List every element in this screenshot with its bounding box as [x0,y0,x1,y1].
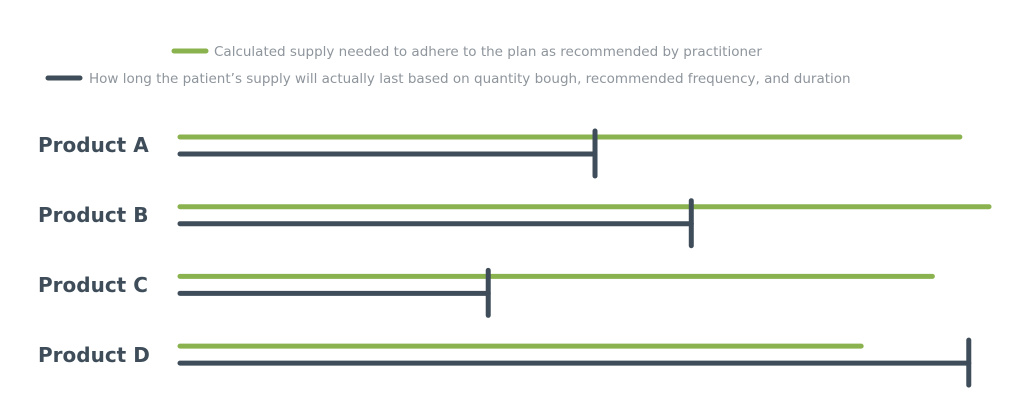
category-label-product-c: Product C [38,273,148,297]
row-product-c [177,267,935,318]
legend: Calculated supply needed to adhere to th… [45,44,851,87]
chart-marks [177,128,992,388]
category-label-product-b: Product B [38,203,148,227]
row-product-a [177,128,963,179]
category-label-product-a: Product A [38,133,149,157]
legend-item-actual: How long the patient’s supply will actua… [45,71,851,87]
category-labels: Product A Product B Product C Product D [38,133,150,367]
category-label-product-d: Product D [38,343,150,367]
legend-item-recommended: Calculated supply needed to adhere to th… [171,44,762,60]
legend-label-recommended: Calculated supply needed to adhere to th… [214,44,762,60]
row-product-b [177,198,992,249]
legend-label-actual: How long the patient’s supply will actua… [89,71,851,87]
row-product-d [177,337,972,388]
